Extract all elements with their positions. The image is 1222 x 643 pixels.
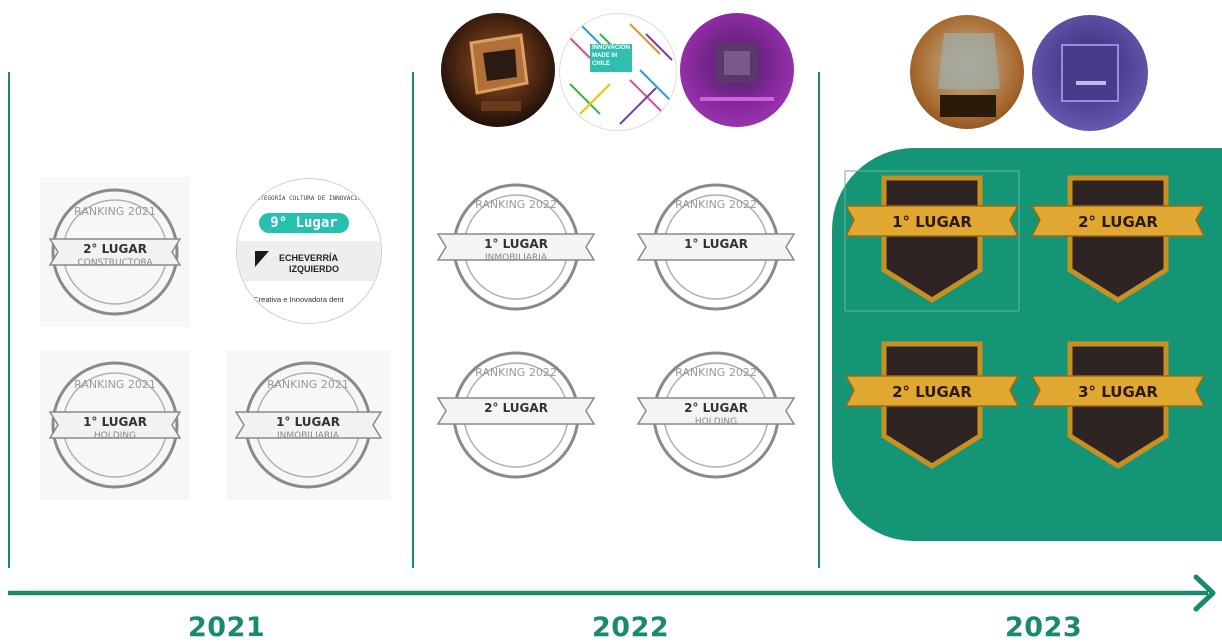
svg-text:RANKING 2021: RANKING 2021 — [74, 378, 156, 391]
company-name-line2: IZQUIERDO — [289, 264, 340, 274]
ranking-stamp-2022-second: RANKING 2022 2° LUGAR — [432, 340, 600, 490]
svg-text:1° LUGAR: 1° LUGAR — [276, 415, 340, 429]
innovation-place-badge: 9° Lugar — [259, 213, 349, 233]
svg-text:RANKING 2022: RANKING 2022 — [675, 198, 757, 211]
svg-text:INMOBILIARIA: INMOBILIARIA — [277, 431, 340, 441]
innovation-ranking-card: CATEGORÍA CULTURA DE INNOVACIÓN 9° Lugar… — [236, 178, 382, 324]
year-2023-label: 2023 — [1005, 612, 1083, 643]
svg-text:2° LUGAR: 2° LUGAR — [83, 242, 147, 256]
innovation-caption: a Creativa e Innovadora dent — [247, 295, 344, 304]
svg-text:2° LUGAR: 2° LUGAR — [484, 401, 548, 415]
divider-2022 — [412, 72, 414, 568]
company-logo-icon — [255, 251, 269, 267]
svg-text:1° LUGAR: 1° LUGAR — [484, 237, 548, 251]
ranking-stamp-2021-holding: RANKING 2021 1° LUGAR HOLDING — [40, 350, 190, 500]
svg-text:1° LUGAR: 1° LUGAR — [684, 237, 748, 251]
year-2022-label: 2022 — [592, 612, 670, 643]
svg-text:2° LUGAR: 2° LUGAR — [892, 383, 972, 401]
ranking-stamp-2022-first: RANKING 2022 1° LUGAR — [632, 172, 800, 322]
svg-text:1° LUGAR: 1° LUGAR — [83, 415, 147, 429]
award-photo-blue — [1032, 15, 1148, 131]
arrow-right-icon — [8, 574, 1216, 612]
ranking-badge-2023-second: 2° LUGAR — [1030, 170, 1206, 312]
svg-text:3° LUGAR: 3° LUGAR — [1078, 383, 1158, 401]
ranking-stamp-2022-holding: RANKING 2022 2° LUGAR HOLDING — [632, 340, 800, 490]
ranking-stamp-2021-inmobiliaria: RANKING 2021 1° LUGAR INMOBILIARIA — [226, 350, 391, 500]
svg-text:2° LUGAR: 2° LUGAR — [1078, 213, 1158, 231]
svg-text:2° LUGAR: 2° LUGAR — [684, 401, 748, 415]
award-photo-purple — [680, 13, 794, 127]
ranking-stamp-2022-inmobiliaria: RANKING 2022 1° LUGAR INMOBILIARIA — [432, 172, 600, 322]
svg-text:RANKING 2022: RANKING 2022 — [475, 198, 557, 211]
ranking-badge-2023-first: 1° LUGAR — [844, 170, 1020, 312]
ranking-stamp-2021-constructora: RANKING 2021 2° LUGAR CONSTRUCTORA — [40, 177, 190, 327]
trophy-photo-2 — [910, 15, 1024, 129]
innovation-category-label: CATEGORÍA CULTURA DE INNOVACIÓN — [253, 195, 365, 202]
svg-text:RANKING 2022: RANKING 2022 — [475, 366, 557, 379]
svg-text:HOLDING: HOLDING — [94, 431, 136, 441]
timeline-arrow — [8, 572, 1222, 616]
divider-left — [8, 72, 10, 568]
svg-text:CONSTRUCTORA: CONSTRUCTORA — [77, 258, 153, 268]
year-2021-label: 2021 — [188, 612, 266, 643]
svg-text:RANKING 2022: RANKING 2022 — [675, 366, 757, 379]
divider-2023 — [818, 72, 820, 568]
svg-text:HOLDING: HOLDING — [695, 417, 737, 427]
ranking-badge-2023-third: 3° LUGAR — [1030, 336, 1206, 478]
innovation-made-in-chile-title: INNOVACIÓN MADE IN CHILE — [592, 45, 630, 67]
innovation-made-in-chile: INNOVACIÓN MADE IN CHILE — [559, 13, 677, 131]
svg-text:INMOBILIARIA: INMOBILIARIA — [485, 253, 548, 263]
ranking-badge-2023-second-b: 2° LUGAR — [844, 336, 1020, 478]
svg-text:RANKING 2021: RANKING 2021 — [74, 205, 156, 218]
company-name-line1: ECHEVERRÍA — [279, 253, 339, 263]
trophy-photo-1 — [441, 13, 555, 127]
svg-text:1° LUGAR: 1° LUGAR — [892, 213, 972, 231]
svg-text:RANKING 2021: RANKING 2021 — [267, 378, 349, 391]
